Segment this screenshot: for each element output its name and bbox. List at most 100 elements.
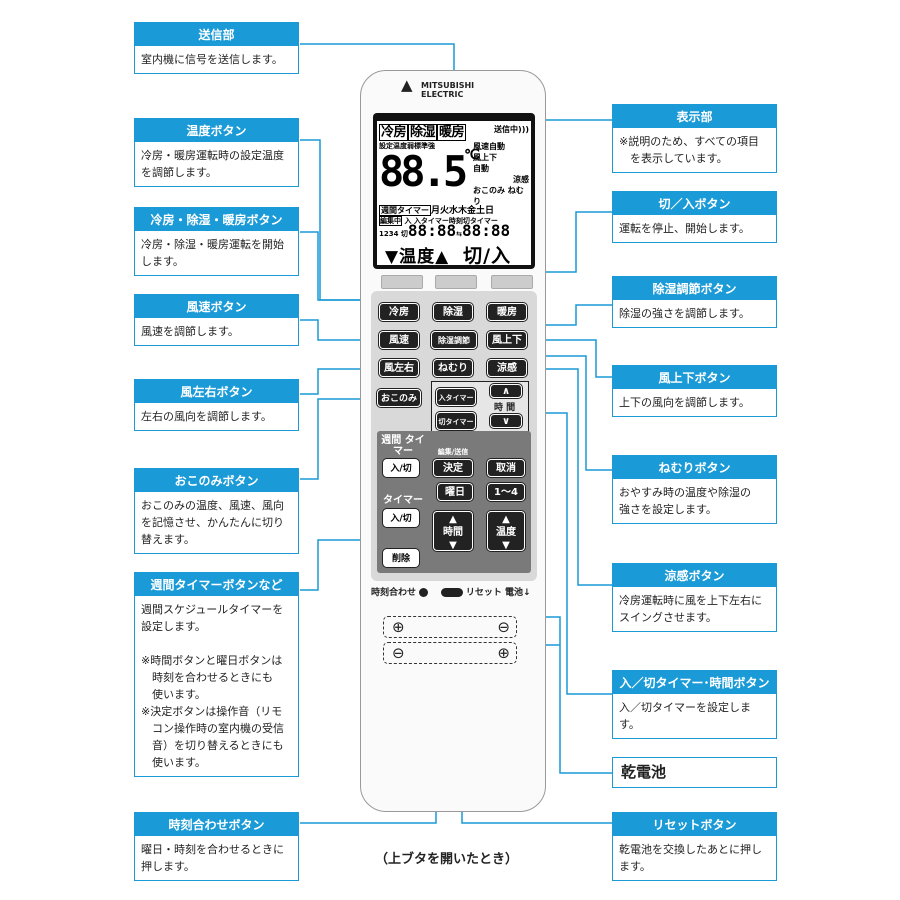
callout-battery: 乾電池 <box>612 757 777 788</box>
callout-title: 時刻合わせボタン <box>135 813 298 836</box>
callout-title: 風速ボタン <box>135 295 298 318</box>
leader-okonomi <box>300 398 378 480</box>
leader-fan <box>300 319 378 341</box>
dehum-adjust-button[interactable]: 除湿調節 <box>431 331 477 349</box>
callout-lr-swing: 風左右ボタン 左右の風向を調節します。 <box>134 379 299 431</box>
callout-title: 送信部 <box>135 23 298 46</box>
confirm-button[interactable]: 決定 <box>433 459 473 477</box>
callout-body: 乾電池 <box>621 763 667 781</box>
callout-title: 除湿調節ボタン <box>613 277 776 300</box>
weekly-timer-label: 週間 タイマー <box>381 435 425 457</box>
callout-body: 風速を調節します。 <box>141 325 239 338</box>
temp-down-key[interactable] <box>381 275 423 289</box>
hour-up-button[interactable]: ∧ <box>490 384 522 398</box>
callout-title: 涼感ボタン <box>613 564 776 587</box>
leader-timer <box>533 412 612 695</box>
lcd-timer: 編集中 入 入タイマー時刻切タイマー 1234 切88:88⇆88:88 <box>379 216 511 240</box>
callout-power: 切／入ボタン 運転を停止、開始します。 <box>612 191 777 243</box>
hour-down-button[interactable]: ∨ <box>490 414 522 428</box>
battery-slot-bottom: ⊖ ⊕ <box>383 642 517 664</box>
callout-dehum-adjust: 除湿調節ボタン 除湿の強さを調節します。 <box>612 276 777 328</box>
lcd-temperature: 88.5℃ <box>379 147 480 196</box>
temp-timer-button[interactable]: ▲温度▼ <box>487 511 525 551</box>
callout-title: 切／入ボタン <box>613 192 776 215</box>
reset-button[interactable] <box>440 588 463 597</box>
cancel-button[interactable]: 取消 <box>487 459 525 477</box>
callout-body: 入／切タイマーを設定します。 <box>619 701 751 731</box>
timer-label: タイマー <box>383 495 423 506</box>
callout-body: 冷房・除湿・暖房運転を開始 します。 <box>141 238 284 268</box>
caption: （上ブタを開いたとき） <box>375 852 519 867</box>
lcd-mode: 暖房 <box>437 124 467 141</box>
callout-cool-feel: 涼感ボタン 冷房運転時に風を上下左右に スイングさせます。 <box>612 563 777 632</box>
callout-reset: リセットボタン 乾電池を交換したあとに押し ます。 <box>612 812 777 881</box>
on-timer-button[interactable]: 入タイマー <box>436 388 476 406</box>
callout-mode-buttons: 冷房・除湿・暖房ボタン 冷房・除湿・暖房運転を開始 します。 <box>134 207 299 276</box>
cool-button[interactable]: 冷房 <box>379 303 419 321</box>
lcd-right-indicators: 風速自動 風上下 自動 涼感 おこのみ ねむり <box>473 142 529 206</box>
range-button[interactable]: 1〜4 <box>487 483 525 501</box>
callout-body: 冷房運転時に風を上下左右に スイングさせます。 <box>619 594 762 624</box>
lcd-mode: 冷房 <box>379 124 409 141</box>
ud-swing-button[interactable]: 風上下 <box>487 331 527 349</box>
lcd-week: 週間タイマー月火水木金土日 <box>379 205 495 216</box>
cool-feel-button[interactable]: 涼感 <box>487 359 527 377</box>
leader-lr <box>300 368 380 395</box>
callout-title: 風左右ボタン <box>135 380 298 403</box>
dry-button[interactable]: 除湿 <box>433 303 473 321</box>
clock-label: 時刻合わせ <box>371 588 417 598</box>
lcd-sending: 送信中))) <box>494 125 529 134</box>
delete-button[interactable]: 削除 <box>383 549 419 567</box>
arrow-down-icon: ↓ <box>523 588 531 598</box>
plus-icon: ⊕ <box>497 644 510 662</box>
callout-title: 温度ボタン <box>135 119 298 142</box>
callout-title: おこのみボタン <box>135 469 298 492</box>
battery-slot-top: ⊕ ⊖ <box>383 616 517 638</box>
upper-keys <box>379 275 533 289</box>
onoff-timer-box: 入タイマー 切タイマー ∧ 時 間 ∨ <box>431 381 529 435</box>
heat-button[interactable]: 暖房 <box>487 303 527 321</box>
callout-weekly-timer: 週間タイマーボタンなど 週間スケジュールタイマーを 設定します。 ※時間ボタンと… <box>134 572 299 777</box>
callout-transmitter: 送信部 室内機に信号を送信します。 <box>134 22 299 74</box>
callout-body: 左右の風向を調節します。 <box>141 410 272 423</box>
timer-onoff-button[interactable]: 入/切 <box>383 509 419 527</box>
remote-controller: ▲ MITSUBISHI ELECTRIC 冷房除湿暖房 送信中))) 設定温度… <box>360 70 546 812</box>
weekly-onoff-button[interactable]: 入/切 <box>383 459 419 477</box>
callout-body: 冷房・暖房運転時の設定温度 を調節します。 <box>141 149 284 179</box>
edit-send-label: 編集/送信 <box>437 448 469 456</box>
callout-sleep: ねむりボタン おやすみ時の温度や除湿の 強さを設定します。 <box>612 455 777 524</box>
okonomi-button[interactable]: おこのみ <box>377 389 421 407</box>
leader-transmitter <box>300 43 455 72</box>
battery-label: 電池 <box>505 588 524 598</box>
signal-icon: ))) <box>518 125 529 134</box>
lcd-modes: 冷房除湿暖房 <box>379 121 467 141</box>
clock-set-button[interactable] <box>419 588 429 597</box>
bottom-controls: 時刻合わせ リセット 電池↓ <box>371 585 537 598</box>
leader-cool <box>536 368 612 586</box>
power-key[interactable] <box>491 275 533 289</box>
lcd-mode: 除湿 <box>408 124 438 141</box>
temp-up-key[interactable] <box>435 275 477 289</box>
callout-title: 入／切タイマー･時間ボタン <box>613 671 776 694</box>
weekly-timer-panel: 週間 タイマー 入/切 編集/送信 決定 取消 曜日 1〜4 タイマー 入/切 … <box>377 431 531 573</box>
time-button[interactable]: ▲時間▼ <box>433 511 473 551</box>
plus-icon: ⊕ <box>392 618 405 636</box>
callout-body: 曜日・時刻を合わせるときに 押します。 <box>141 843 284 873</box>
callout-display: 表示部 ※説明のため、すべての項目 を表示しています。 <box>612 104 777 173</box>
hour-label: 時 間 <box>494 403 516 413</box>
callout-onoff-timer: 入／切タイマー･時間ボタン 入／切タイマーを設定します。 <box>612 670 777 739</box>
callout-okonomi: おこのみボタン おこのみの温度、風速、風向 を記憶させ、かんたんに切り 替えます… <box>134 468 299 554</box>
callout-body: 上下の風向を調節します。 <box>619 396 750 409</box>
sleep-button[interactable]: ねむり <box>433 359 473 377</box>
callout-title: リセットボタン <box>613 813 776 836</box>
lcd-setting-row: 設定温度弱標準強 <box>379 142 435 150</box>
button-panel: 冷房 除湿 暖房 風速 除湿調節 風上下 風左右 ねむり 涼感 おこのみ 入タイ… <box>371 291 537 581</box>
brand-logo: ▲ MITSUBISHI ELECTRIC <box>401 78 474 100</box>
minus-icon: ⊖ <box>392 644 405 662</box>
brand-bottom: ELECTRIC <box>421 90 464 99</box>
day-button[interactable]: 曜日 <box>437 483 473 501</box>
fan-speed-button[interactable]: 風速 <box>379 331 419 349</box>
leader-ud <box>537 339 612 378</box>
lr-swing-button[interactable]: 風左右 <box>379 359 419 377</box>
off-timer-button[interactable]: 切タイマー <box>436 412 476 430</box>
